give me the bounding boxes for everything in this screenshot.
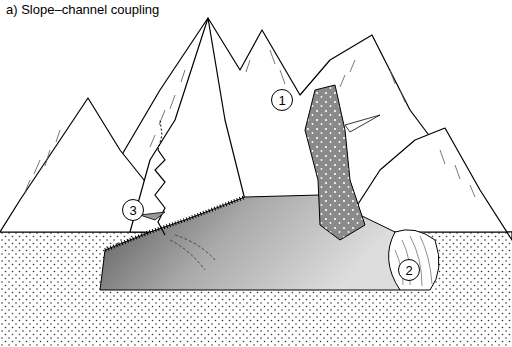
callout-number: 2 (405, 264, 412, 277)
callout-circle: 3 (122, 199, 144, 221)
callout-circle: 1 (271, 89, 293, 111)
callout-circle: 2 (398, 259, 420, 281)
callout-number: 1 (278, 94, 285, 107)
callout-number: 3 (129, 204, 136, 217)
diagram-title: a) Slope–channel coupling (4, 2, 161, 17)
